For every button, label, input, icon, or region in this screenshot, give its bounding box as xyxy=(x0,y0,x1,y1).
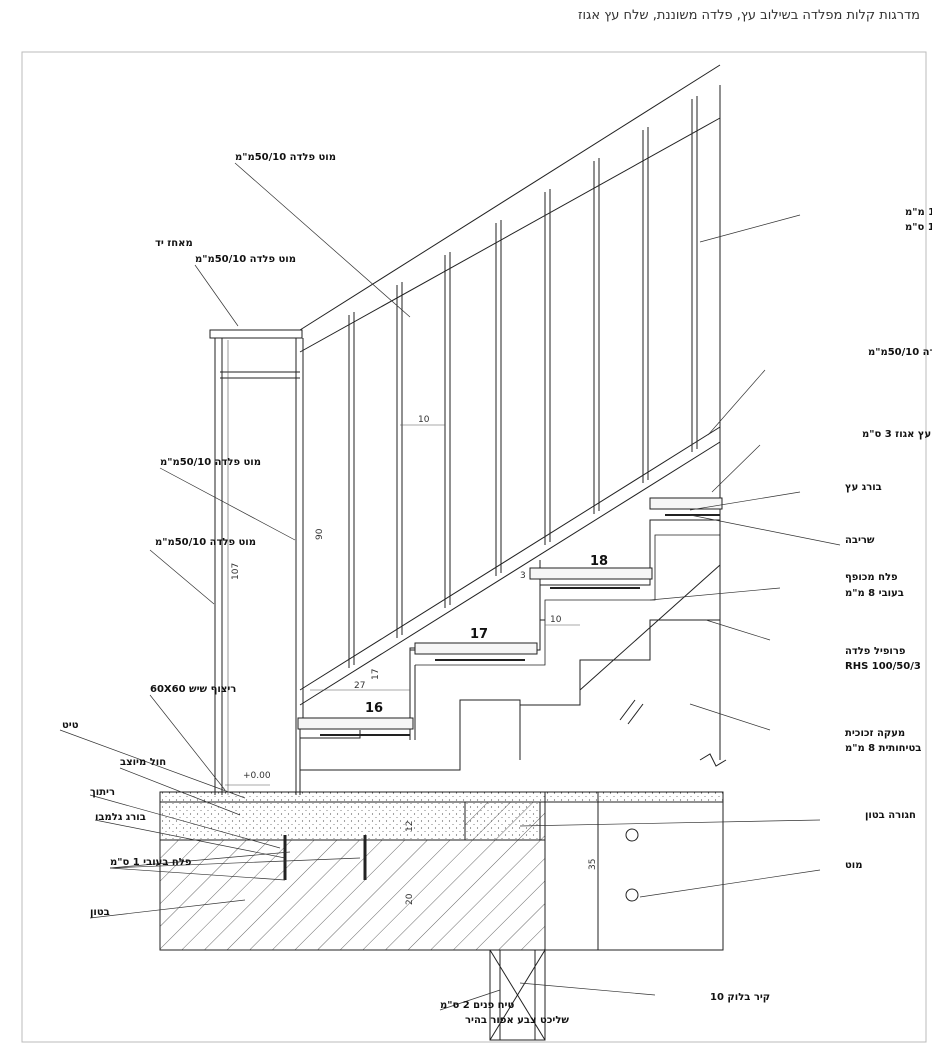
label-wood-screw: בורג עץ xyxy=(845,482,882,493)
label-plaster-2: שליכט צבע אפור בהיר xyxy=(465,1015,569,1026)
block-wall xyxy=(489,949,546,1041)
top-rail-upper xyxy=(299,64,721,331)
label-right-bar: מוט פלדה 50/10מ"מ xyxy=(868,347,932,358)
rebar-bottom xyxy=(625,888,639,902)
bottom-rail-upper xyxy=(299,426,721,691)
label-marble: ריצוף שיש 60X60 xyxy=(150,684,236,695)
label-weld: שריבה xyxy=(845,535,875,546)
label-square-bar-2: אנכי כל 10 ס"מ xyxy=(905,222,932,233)
top-rail-lower xyxy=(299,117,721,353)
dim-20: 20 xyxy=(405,893,415,905)
dim-90: 90 xyxy=(315,528,325,540)
label-left-bar-2: מוט פלדה 50/10מ"מ xyxy=(155,537,256,548)
bottom-rail-lower xyxy=(299,441,721,706)
dim-17: 17 xyxy=(371,669,381,680)
dim-10-rail: 10 xyxy=(418,415,430,425)
label-glass-1: מעקה זכוכית xyxy=(845,728,905,739)
stair-stringer xyxy=(299,720,362,795)
label-anchor: ריתוך xyxy=(90,787,115,798)
label-plate-2: בעובי 8 מ"מ xyxy=(845,588,904,599)
label-handrail-1: מאחז יד xyxy=(155,238,193,249)
label-plate-1: פלח מכופף xyxy=(845,572,898,583)
tread-17 xyxy=(414,642,538,655)
step-number-17: 17 xyxy=(470,627,488,642)
dim-107: 107 xyxy=(231,563,241,580)
label-bolt: בורג גלמבו xyxy=(95,812,146,823)
label-concrete: בטון xyxy=(90,907,110,918)
label-square-bar-1: מוט פלדה מרובע 15/15 מ"מ xyxy=(905,207,932,218)
label-concrete-beam: חגורה בטון xyxy=(865,810,916,821)
label-mortar: טיט xyxy=(62,720,79,731)
stringer-outline xyxy=(409,560,720,760)
page-title: מדרגות קלות מפלדה בשילוב עץ, פלדה משוננת… xyxy=(578,8,920,23)
label-handrail-2: מוט פלדה 50/10מ"מ xyxy=(195,254,296,265)
step-number-18: 18 xyxy=(590,554,608,569)
label-plaster-1: טיח פנים 2 ס"מ xyxy=(440,1000,514,1011)
balusters xyxy=(348,96,698,668)
dim-10-step: 10 xyxy=(550,615,562,625)
dim-12: 12 xyxy=(405,821,415,832)
step-number-16: 16 xyxy=(365,701,383,716)
leader-lines xyxy=(59,162,841,1011)
level-mark: +0.00 xyxy=(243,771,271,781)
tread-16 xyxy=(297,717,414,730)
label-left-bar-1: מוט פלדה 50/10מ"מ xyxy=(160,457,261,468)
tread-18 xyxy=(529,567,653,580)
label-tread: מדרך עץ אגוז 3 ס"מ xyxy=(862,429,932,440)
label-glass-2: בטיחותית 8 מ"מ xyxy=(845,743,921,754)
label-rebar: מוט xyxy=(845,860,862,871)
rebar-top xyxy=(625,828,639,842)
floor-finish xyxy=(159,791,724,803)
label-profile-2: 100/50/3 RHS xyxy=(845,661,921,672)
concrete-beam xyxy=(544,791,724,951)
beam-hatch xyxy=(464,801,546,841)
concrete-slab xyxy=(159,839,546,951)
label-plate-1cm: פלח בעובי 1 ס"מ xyxy=(110,857,192,868)
label-sand: חול מיוצב xyxy=(120,757,166,768)
label-profile-1: פרופיל פלדה xyxy=(845,646,906,657)
label-top-bar: מוט פלדה 50/10מ"מ xyxy=(235,152,336,163)
tread-19 xyxy=(649,497,723,510)
dim-3: 3 xyxy=(520,571,526,581)
dim-35: 35 xyxy=(588,859,598,870)
drawing-border xyxy=(21,51,927,1043)
handrail-cap xyxy=(209,329,303,339)
label-block-wall: קיר בלוק 10 xyxy=(710,992,770,1003)
dim-27: 27 xyxy=(354,681,365,691)
